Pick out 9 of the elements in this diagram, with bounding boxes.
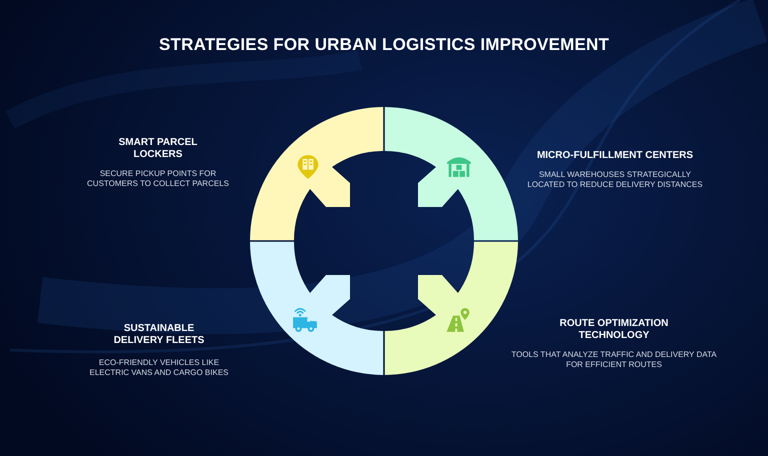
segment-description: SECURE PICKUP POINTS FOR CUSTOMERS TO COLLECT PARCELS bbox=[86, 169, 230, 189]
diagram-title: STRATEGIES FOR URBAN LOGISTICS IMPROVEMENT bbox=[159, 35, 610, 55]
segment-heading: SMART PARCEL LOCKERS bbox=[118, 137, 198, 161]
segment-description: ECO-FRIENDLY VEHICLES LIKE ELECTRIC VANS AND CARGO BIKES bbox=[89, 358, 229, 378]
segment-description: TOOLS THAT ANALYZE TRAFFIC AND DELIVERY DATA FOR EFFICIENT ROUTES bbox=[510, 350, 718, 370]
segment-heading: SUSTAINABLE DELIVERY FLEETS bbox=[113, 323, 205, 347]
segment-description: SMALL WAREHOUSES STRATEGICALLY LOCATED TO REDUCE DELIVERY DISTANCES bbox=[526, 170, 704, 190]
segment-heading: ROUTE OPTIMIZATION TECHNOLOGY bbox=[559, 318, 669, 342]
segment-heading: MICRO-FULFILLMENT CENTERS bbox=[536, 150, 694, 162]
